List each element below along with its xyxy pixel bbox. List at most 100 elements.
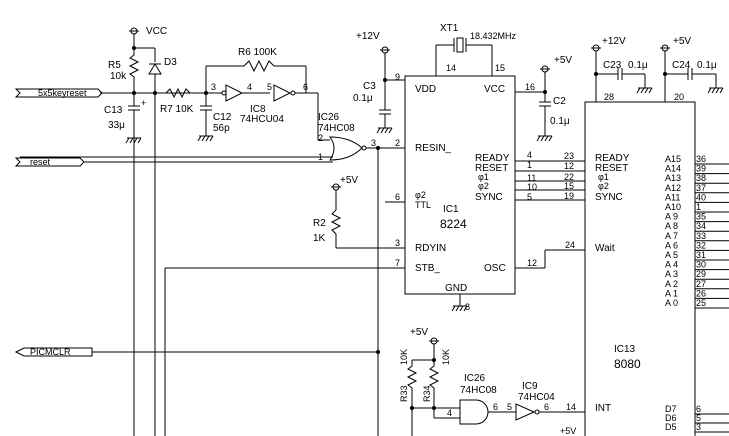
svg-text:R34: R34 — [422, 385, 432, 402]
address-pin-number: 36 — [696, 154, 706, 164]
ic13-address-pin: A 0 25 — [665, 298, 729, 309]
svg-text:6: 6 — [395, 192, 400, 202]
svg-text:19: 19 — [564, 191, 574, 201]
svg-text:R33: R33 — [399, 385, 409, 402]
svg-text:RESET: RESET — [595, 163, 628, 174]
address-pin-number: 31 — [696, 250, 706, 260]
address-pin-label: A12 — [665, 183, 681, 193]
ic8-inverter-b: 5 6 IC8 74HCU04 — [240, 82, 318, 125]
svg-text:0.1μ: 0.1μ — [628, 60, 648, 71]
svg-text:C13: C13 — [104, 105, 123, 116]
svg-text:6: 6 — [544, 402, 549, 412]
svg-text:+5V: +5V — [554, 55, 572, 66]
c2-capacitor: +5V C2 0.1μ — [515, 55, 572, 142]
svg-text:RDYIN: RDYIN — [415, 243, 446, 254]
svg-text:4: 4 — [247, 82, 252, 92]
svg-text:IC9: IC9 — [522, 381, 538, 392]
svg-text:1: 1 — [527, 160, 532, 170]
svg-text:10K: 10K — [441, 349, 451, 365]
vcc-supply-symbol: VCC — [129, 26, 167, 48]
svg-text:12: 12 — [564, 161, 574, 171]
svg-text:3: 3 — [371, 138, 376, 148]
data-pin-number: 5 — [696, 413, 701, 423]
address-pin-number: 26 — [696, 288, 706, 298]
ic8-inverter-a: 3 4 — [206, 82, 270, 102]
svg-text:+5V: +5V — [560, 426, 576, 436]
svg-text:STB_: STB_ — [415, 263, 440, 274]
svg-text:20: 20 — [674, 92, 684, 102]
svg-text:5x5keyreset: 5x5keyreset — [38, 88, 87, 98]
svg-text:24: 24 — [565, 240, 575, 250]
c13-capacitor: + C13 33μ — [104, 93, 146, 134]
svg-text:74HC04: 74HC04 — [518, 392, 555, 403]
svg-text:VCC: VCC — [146, 26, 167, 37]
ic1-chip: IC1 8224 VDD VCC RESIN_ φ2 TTL RDYIN STB… — [395, 63, 537, 312]
svg-text:9: 9 — [395, 72, 400, 82]
svg-text:74HC08: 74HC08 — [318, 123, 355, 134]
r33-r34-resistors: +5V R33 10K R34 10K — [399, 327, 460, 436]
address-pin-label: A14 — [665, 164, 681, 174]
svg-text:23: 23 — [564, 151, 574, 161]
r6-resistor: R6 100K — [238, 47, 277, 73]
svg-text:XT1: XT1 — [440, 23, 459, 34]
svg-text:φ2: φ2 — [598, 181, 609, 191]
svg-text:+12V: +12V — [356, 31, 380, 42]
ic13-address-pin: A 2 27 — [665, 279, 729, 290]
svg-text:IC26: IC26 — [318, 112, 340, 123]
svg-text:2: 2 — [318, 133, 323, 143]
svg-text:16: 16 — [525, 82, 535, 92]
ic26-and-gate-b: IC26 74HC08 4 6 — [434, 373, 516, 425]
svg-text:SYNC: SYNC — [595, 192, 623, 203]
address-pin-label: A 9 — [665, 212, 678, 222]
r2-resistor: +5V R2 1K — [313, 175, 405, 249]
svg-text:10k: 10k — [110, 71, 127, 82]
svg-text:0.1μ: 0.1μ — [353, 93, 373, 104]
svg-text:6: 6 — [303, 82, 308, 92]
address-pin-number: 32 — [696, 240, 706, 250]
address-pin-number: 27 — [696, 279, 706, 289]
svg-text:6: 6 — [493, 402, 498, 412]
address-pin-number: 25 — [696, 298, 706, 308]
address-pin-number: 35 — [696, 212, 706, 222]
svg-text:GND: GND — [445, 283, 467, 294]
svg-text:0.1μ: 0.1μ — [697, 60, 717, 71]
address-pin-number: 1 — [696, 202, 701, 212]
address-pin-number: 33 — [696, 231, 706, 241]
svg-text:IC13: IC13 — [614, 344, 636, 355]
svg-text:5: 5 — [267, 82, 272, 92]
svg-text:C3: C3 — [363, 81, 376, 92]
r7-resistor: R7 10K — [160, 87, 194, 115]
svg-text:φ1: φ1 — [478, 172, 489, 182]
svg-text:TTL: TTL — [415, 200, 431, 210]
svg-text:11: 11 — [527, 173, 536, 183]
d3-diode: D3 — [148, 48, 177, 93]
reset-port: reset — [14, 157, 333, 167]
svg-text:33μ: 33μ — [108, 120, 125, 131]
address-pin-label: A 0 — [665, 298, 678, 308]
data-pin-label: D7 — [665, 404, 677, 414]
svg-text:5: 5 — [527, 192, 532, 202]
address-pin-label: A 2 — [665, 279, 678, 289]
svg-text:reset: reset — [30, 157, 51, 167]
svg-text:VDD: VDD — [415, 84, 436, 95]
ic13-address-pin: A 9 35 — [665, 212, 729, 223]
svg-text:R2: R2 — [313, 218, 326, 229]
address-pin-label: A 3 — [665, 269, 678, 279]
svg-text:1: 1 — [318, 152, 323, 162]
address-pin-number: 40 — [696, 192, 706, 202]
svg-text:1K: 1K — [313, 233, 326, 244]
data-pin-label: D5 — [665, 422, 677, 432]
svg-text:D3: D3 — [164, 57, 177, 68]
svg-text:C2: C2 — [553, 96, 566, 107]
ic9-inverter: IC9 74HC04 5 6 14 — [507, 381, 585, 421]
svg-text:+5V: +5V — [340, 175, 358, 186]
ic26-gate-a: IC26 74HC08 2 1 3 — [20, 93, 405, 162]
